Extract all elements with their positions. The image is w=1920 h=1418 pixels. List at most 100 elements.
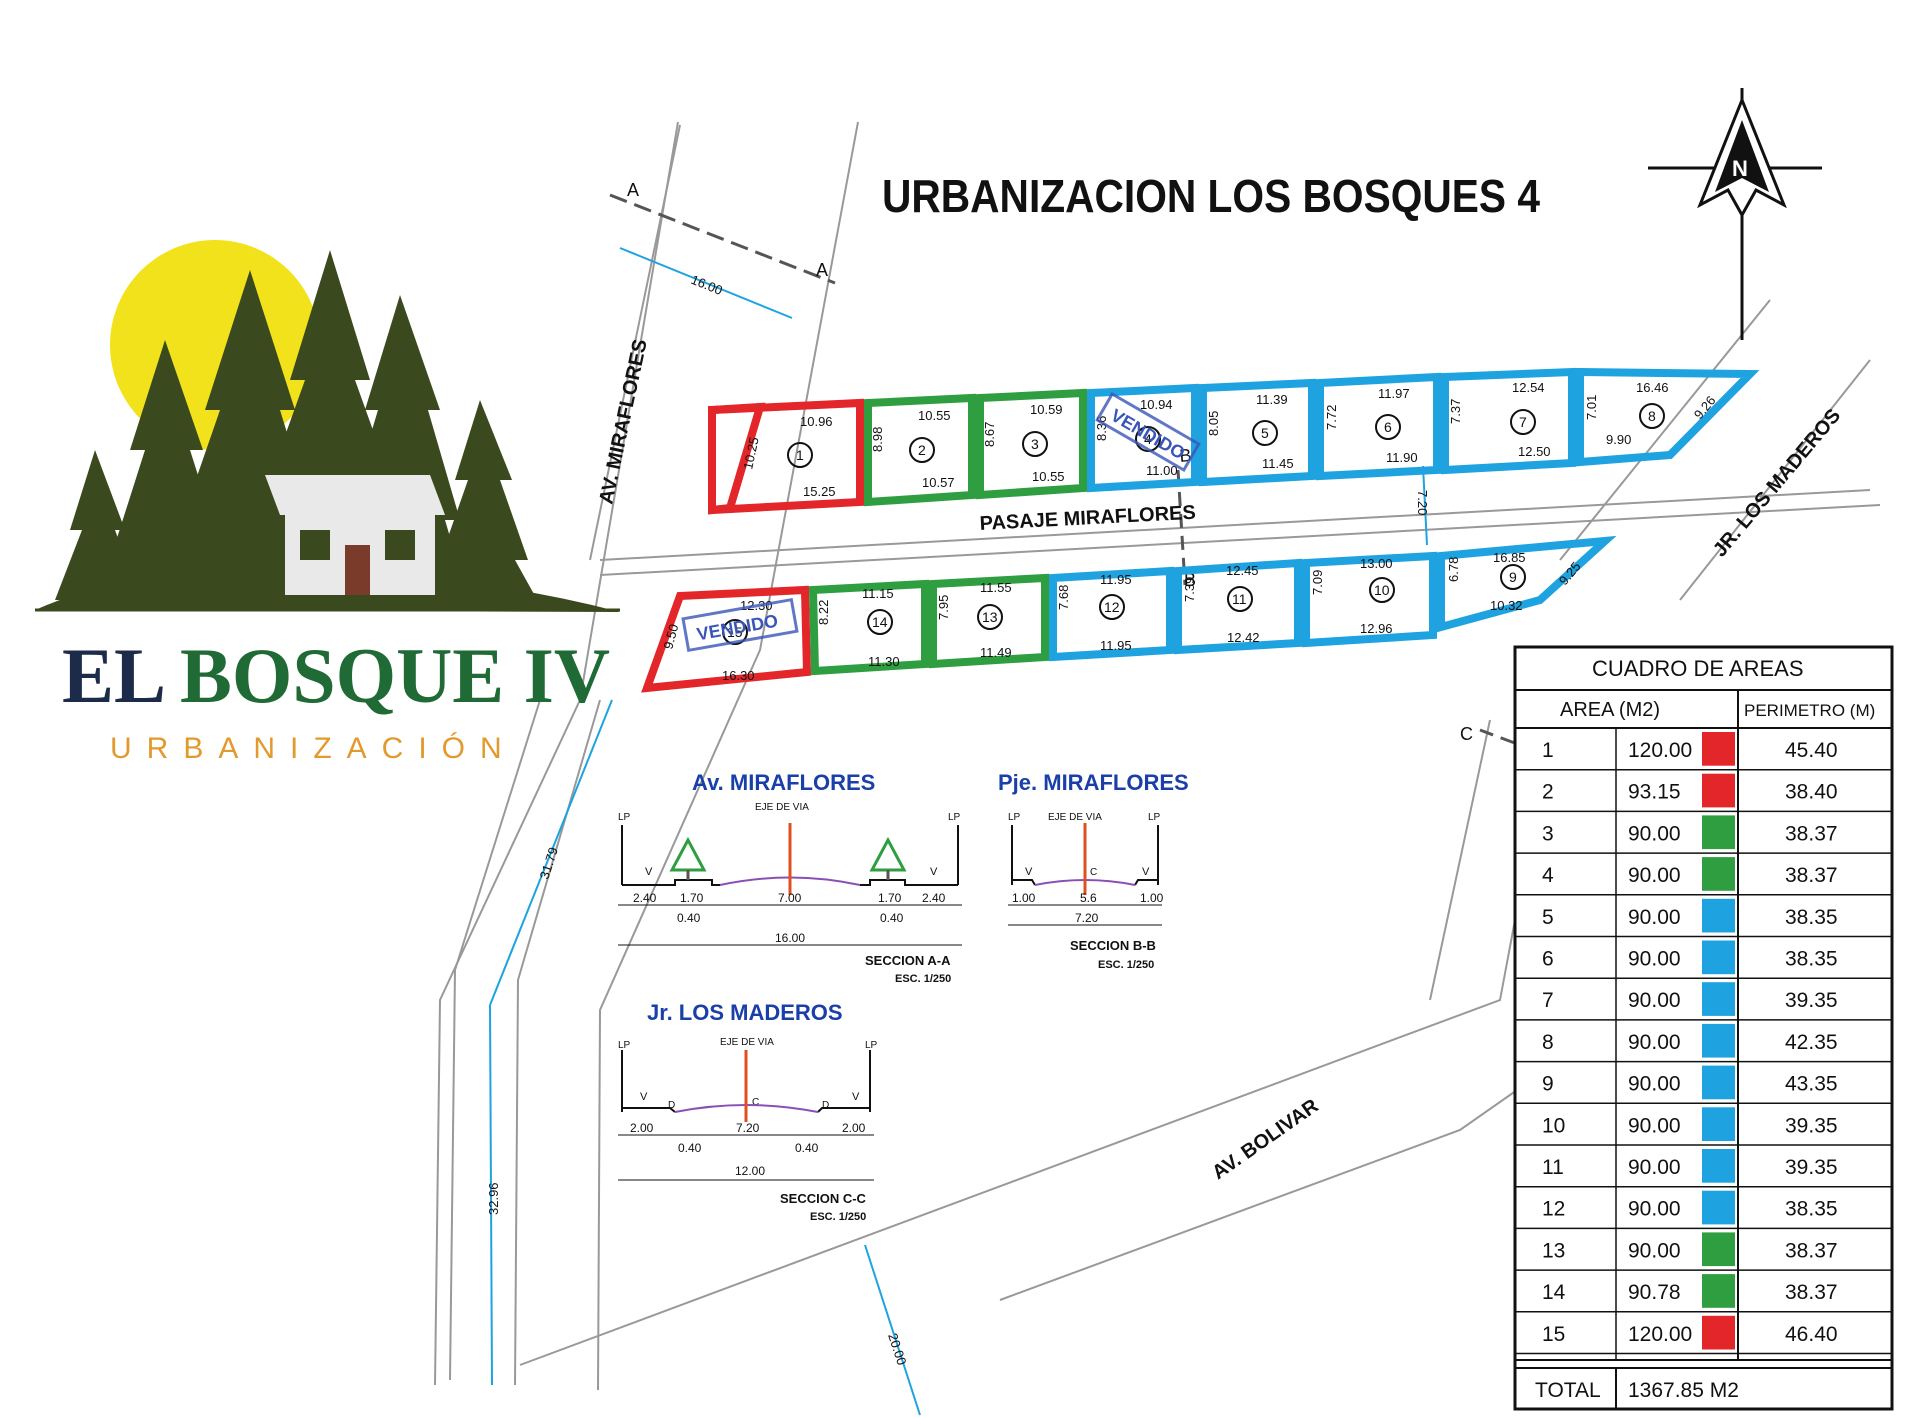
svg-text:V: V (640, 1091, 648, 1103)
table-cell-area: 90.00 (1628, 906, 1681, 929)
street-jr-los-maderos: JR. LOS MADEROS (1709, 405, 1845, 561)
table-cell-perimeter: 43.35 (1785, 1073, 1838, 1096)
lot-10[interactable] (1302, 551, 1437, 648)
road-lines (434, 121, 1881, 1391)
table-cell-perimeter: 39.35 (1785, 1156, 1838, 1179)
lot-8[interactable] (1576, 367, 1760, 467)
table-cell-perimeter: 38.35 (1785, 1198, 1838, 1221)
lot-9[interactable] (1437, 535, 1617, 633)
table-cell-perimeter: 38.40 (1785, 781, 1838, 804)
lot-13[interactable] (929, 573, 1049, 669)
svg-text:1.00: 1.00 (1012, 891, 1036, 905)
table-cell-area: 120.00 (1628, 1323, 1692, 1346)
lot-number: 13 (982, 609, 998, 625)
dim-left-lower: 32.96 (486, 1182, 501, 1215)
status-color-swatch (1702, 732, 1735, 766)
lot-left-dim: 8.98 (870, 427, 885, 452)
lot-left-dim: 9.50 (660, 622, 681, 650)
table-cell-lot: 12 (1542, 1198, 1565, 1221)
dim-bottom: 20.00 (885, 1331, 909, 1367)
table-cell-area: 90.00 (1628, 864, 1681, 887)
lot-left-dim: 7.37 (1448, 399, 1463, 424)
lot-number-circle (909, 437, 935, 463)
lot-12[interactable] (1049, 566, 1174, 662)
svg-text:1.70: 1.70 (878, 891, 902, 905)
north-label: N (1732, 156, 1748, 181)
lot-number: 7 (1519, 414, 1527, 430)
svg-text:V: V (645, 866, 653, 878)
svg-text:ESC. 1/250: ESC. 1/250 (1098, 959, 1154, 971)
lot-bottom-dim: 11.49 (980, 645, 1012, 660)
table-cell-lot: 8 (1542, 1031, 1554, 1054)
lot-top-dim: 11.55 (980, 580, 1012, 595)
lot-5[interactable] (1199, 378, 1316, 487)
lot-right-dim: 9.26 (1691, 393, 1719, 422)
lot-block-top (708, 367, 1760, 515)
lot-4[interactable] (1087, 383, 1199, 493)
status-color-swatch (1702, 1274, 1735, 1308)
svg-text:1.70: 1.70 (680, 891, 704, 905)
sold-stamp-15: VENDIDO (681, 597, 799, 653)
status-color-swatch (1702, 1190, 1735, 1225)
plan-title: URBANIZACION LOS BOSQUES 4 (882, 170, 1540, 222)
svg-text:SECCION A-A: SECCION A-A (865, 953, 951, 968)
brand-name-el: EL (62, 632, 166, 719)
lot-number-circle (1099, 594, 1125, 620)
svg-text:0.40: 0.40 (795, 1141, 819, 1155)
lot-top-dim: 11.15 (862, 586, 894, 601)
table-cell-area: 90.00 (1628, 822, 1681, 845)
svg-text:2.40: 2.40 (633, 891, 657, 905)
lot-top-dim: 11.97 (1378, 386, 1410, 401)
svg-text:ESC. 1/250: ESC. 1/250 (895, 973, 951, 985)
lot-top-dim: 16.46 (1636, 380, 1669, 395)
lot-left-dim: 6.78 (1446, 557, 1461, 582)
section-bb: Pje. MIRAFLORES EJE DE VIA LP LP V V C 1… (998, 770, 1189, 971)
lot-left-dim: 10.25 (740, 436, 761, 471)
lot-7[interactable] (1441, 367, 1576, 475)
table-cell-perimeter: 38.37 (1785, 864, 1838, 887)
lot-left-dim: 7.68 (1056, 585, 1071, 610)
table-cell-perimeter: 39.35 (1785, 1114, 1838, 1137)
table-cell-lot: 15 (1542, 1323, 1565, 1346)
lot-2[interactable] (864, 393, 976, 507)
brand-name-bosque: BOSQUE IV (180, 632, 610, 719)
lot-top-dim: 12.45 (1226, 563, 1259, 578)
status-color-swatch (1702, 1065, 1735, 1100)
lot-left-dim: 8.67 (982, 422, 997, 447)
table-cell-area: 90.00 (1628, 1073, 1681, 1096)
lot-6[interactable] (1316, 372, 1441, 481)
lot-11[interactable] (1174, 558, 1302, 655)
svg-text:EJE DE VIA: EJE DE VIA (720, 1037, 774, 1048)
table-cell-area: 90.00 (1628, 989, 1681, 1012)
lot-14[interactable] (808, 579, 929, 676)
lot-top-dim: 10.55 (918, 408, 951, 423)
tree-icon (669, 836, 707, 880)
svg-text:EJE DE VIA: EJE DE VIA (755, 802, 809, 813)
svg-text:EJE DE VIA: EJE DE VIA (1048, 812, 1102, 823)
lot-3[interactable] (976, 388, 1087, 500)
lot-number-circle (1227, 586, 1253, 612)
lot-number-circle (1022, 431, 1048, 457)
cut-mark-a2: A (816, 260, 828, 280)
table-cell-area: 90.00 (1628, 1114, 1681, 1137)
table-total-label: TOTAL (1535, 1379, 1601, 1402)
brand-subtitle: URBANIZACIÓN (110, 732, 517, 765)
svg-text:5.6: 5.6 (1080, 891, 1097, 905)
lot-number: 15 (727, 624, 743, 640)
svg-text:SECCION C-C: SECCION C-C (780, 1191, 867, 1206)
lot-bottom-dim: 12.96 (1360, 621, 1393, 636)
lot-15[interactable] (641, 585, 812, 693)
lot-bottom-dim: 9.90 (1606, 432, 1631, 447)
